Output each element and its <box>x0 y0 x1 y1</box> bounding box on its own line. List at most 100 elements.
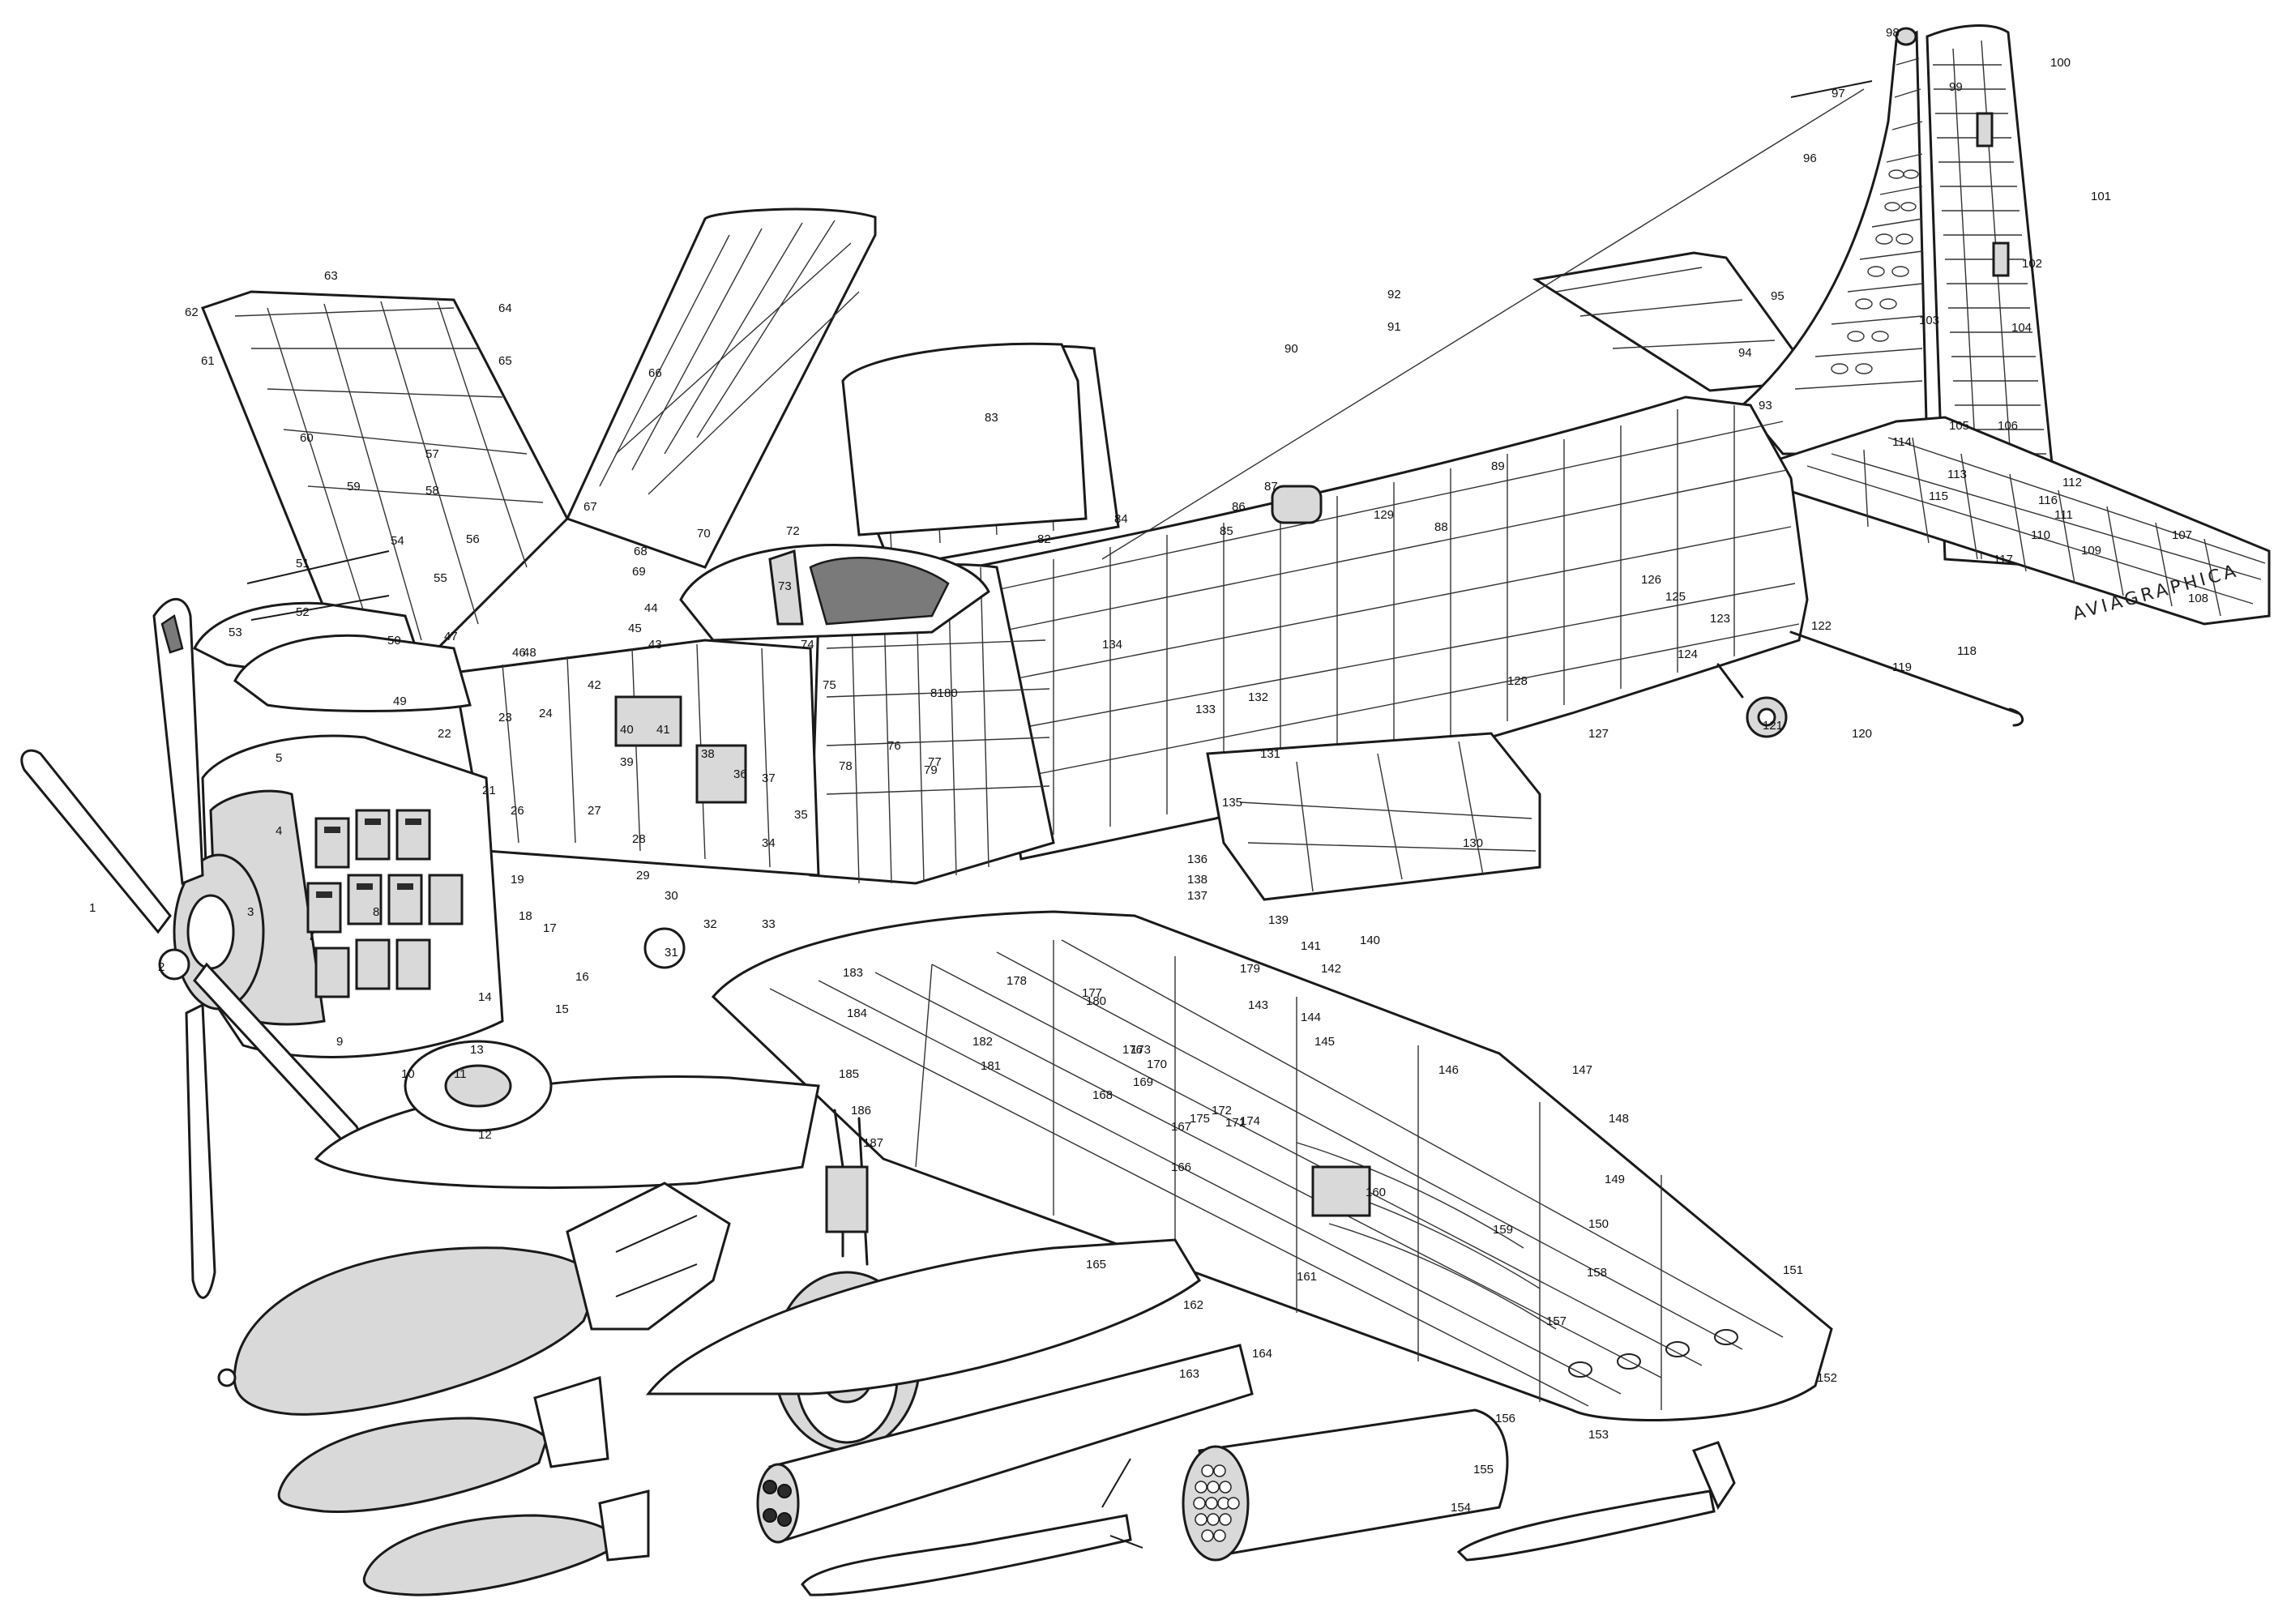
bomb-2000lb <box>217 1182 731 1416</box>
callout-26: 26 <box>511 804 524 818</box>
callout-165: 165 <box>1086 1258 1106 1271</box>
callout-129: 129 <box>1374 508 1394 522</box>
callout-166: 166 <box>1171 1160 1191 1174</box>
callout-186: 186 <box>851 1104 871 1118</box>
callout-82: 82 <box>1037 532 1051 546</box>
callout-79: 79 <box>924 763 938 777</box>
callout-168: 168 <box>1092 1088 1113 1102</box>
callout-150: 150 <box>1588 1217 1609 1231</box>
callout-91: 91 <box>1387 320 1401 334</box>
callout-104: 104 <box>2011 321 2032 335</box>
callout-2: 2 <box>158 960 165 974</box>
callout-23: 23 <box>498 711 512 724</box>
callout-80: 80 <box>944 686 958 700</box>
callout-47: 47 <box>444 630 458 643</box>
callout-62: 62 <box>185 306 199 319</box>
callout-113: 113 <box>1947 468 1967 481</box>
callout-108: 108 <box>2188 592 2208 605</box>
callout-110: 110 <box>2031 528 2050 542</box>
callout-87: 87 <box>1264 480 1278 494</box>
callout-22: 22 <box>438 727 451 741</box>
callout-37: 37 <box>762 771 776 785</box>
callout-15: 15 <box>555 1002 569 1016</box>
callout-137: 137 <box>1187 889 1207 903</box>
callout-56: 56 <box>466 532 480 546</box>
callout-77: 77 <box>928 755 942 769</box>
tail-fin <box>1740 30 1929 455</box>
callout-61: 61 <box>201 354 215 368</box>
callout-140: 140 <box>1360 934 1380 947</box>
callout-115: 115 <box>1929 489 1948 503</box>
callout-52: 52 <box>296 605 310 619</box>
rocket-pod-19tube <box>1182 1408 1509 1562</box>
callout-28: 28 <box>632 832 646 846</box>
callout-120: 120 <box>1852 727 1872 741</box>
callout-81: 81 <box>930 686 944 700</box>
aerial-mast <box>1101 80 1873 560</box>
rocket-pod-tube <box>756 1344 1254 1544</box>
callout-85: 85 <box>1220 524 1233 538</box>
callout-63: 63 <box>324 269 338 283</box>
callout-72: 72 <box>786 524 800 538</box>
port-tailplane <box>1532 251 1818 392</box>
callout-84: 84 <box>1114 512 1128 526</box>
bomb-1000lb <box>277 1376 609 1514</box>
callout-122: 122 <box>1811 619 1832 633</box>
callout-9: 9 <box>336 1035 343 1049</box>
callout-139: 139 <box>1268 913 1289 927</box>
callout-136: 136 <box>1187 853 1207 866</box>
callout-32: 32 <box>703 917 717 931</box>
folded-port-wing <box>565 207 877 569</box>
callout-125: 125 <box>1665 590 1686 604</box>
callout-114: 114 <box>1892 435 1912 449</box>
callout-187: 187 <box>863 1136 883 1150</box>
arrester-hook <box>1789 630 2024 727</box>
callout-42: 42 <box>588 678 601 692</box>
callout-45: 45 <box>628 622 642 635</box>
upper-dive-brake <box>841 342 1088 536</box>
callout-89: 89 <box>1491 459 1505 473</box>
callout-123: 123 <box>1710 612 1730 626</box>
callout-170: 170 <box>1147 1058 1167 1071</box>
callout-30: 30 <box>665 889 678 903</box>
callout-155: 155 <box>1473 1463 1494 1477</box>
callout-128: 128 <box>1507 674 1528 688</box>
callout-161: 161 <box>1297 1270 1317 1284</box>
callout-60: 60 <box>300 431 314 445</box>
wing-drop-tank <box>645 1238 1201 1395</box>
callout-95: 95 <box>1771 289 1785 303</box>
callout-179: 179 <box>1240 962 1260 976</box>
callout-183: 183 <box>843 966 863 980</box>
callout-184: 184 <box>847 1006 867 1020</box>
callout-133: 133 <box>1195 703 1216 716</box>
bomb-500lb <box>362 1489 650 1596</box>
callout-8: 8 <box>373 905 379 919</box>
callout-57: 57 <box>425 447 439 461</box>
callout-53: 53 <box>229 626 242 639</box>
radial-engine <box>306 809 464 998</box>
callout-33: 33 <box>762 917 776 931</box>
callout-96: 96 <box>1803 152 1817 165</box>
callout-83: 83 <box>985 411 998 425</box>
callout-121: 121 <box>1763 719 1783 733</box>
callout-172: 172 <box>1212 1104 1232 1118</box>
callout-92: 92 <box>1387 288 1401 301</box>
callout-173: 173 <box>1131 1043 1151 1057</box>
callout-145: 145 <box>1314 1035 1335 1049</box>
callout-50: 50 <box>387 634 401 647</box>
callout-17: 17 <box>543 921 557 935</box>
callout-105: 105 <box>1949 419 1969 433</box>
callout-35: 35 <box>794 808 808 822</box>
callout-157: 157 <box>1546 1314 1567 1328</box>
callout-99: 99 <box>1949 80 1963 94</box>
callout-152: 152 <box>1817 1371 1837 1385</box>
callout-67: 67 <box>583 500 597 514</box>
hvar-rocket <box>801 1458 1143 1596</box>
callout-185: 185 <box>839 1067 859 1081</box>
callout-132: 132 <box>1248 690 1268 704</box>
callout-59: 59 <box>347 480 361 494</box>
callout-153: 153 <box>1588 1428 1609 1442</box>
callout-44: 44 <box>644 601 658 615</box>
